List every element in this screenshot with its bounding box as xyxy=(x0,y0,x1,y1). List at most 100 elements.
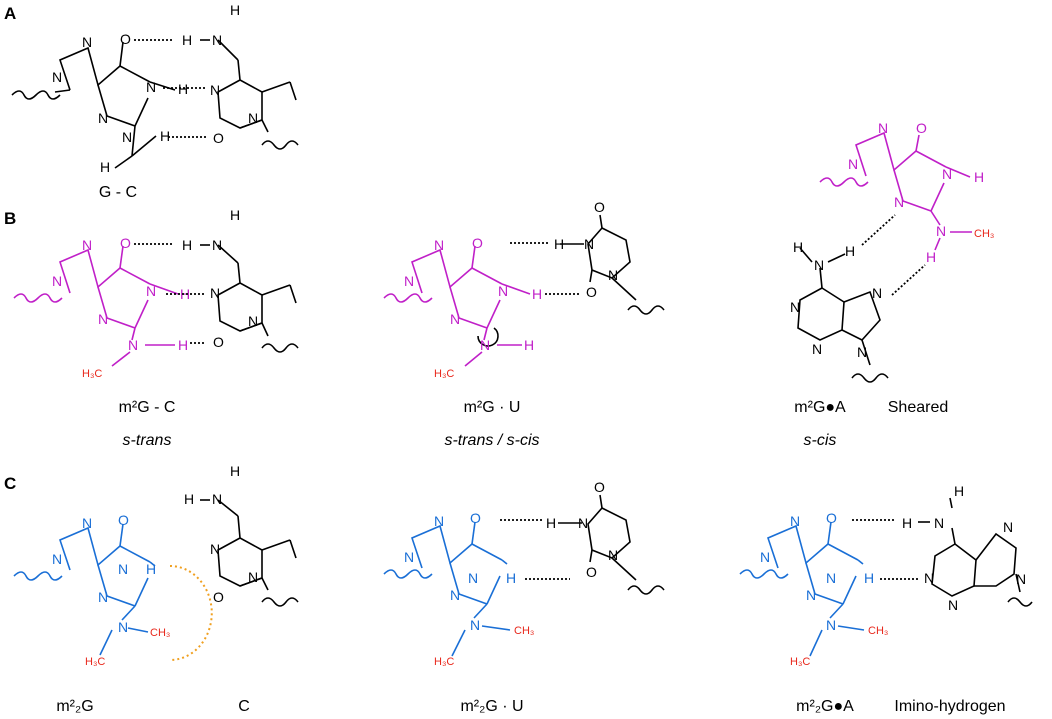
atom-h: H xyxy=(178,337,188,353)
atom-n4: N xyxy=(212,32,222,48)
atom-n3: N xyxy=(210,82,220,98)
m2g-b1 xyxy=(13,245,179,367)
panel-c-label: C xyxy=(4,474,16,493)
m2g-b3 xyxy=(819,131,972,251)
atom-n: N xyxy=(934,515,944,531)
atom-n1-h: H xyxy=(178,81,188,97)
caption-m2g-a: m²G●A xyxy=(794,399,846,416)
caption-m2g-u: m²G · U xyxy=(464,399,521,416)
cytosine-a xyxy=(200,39,299,150)
atom-h: H xyxy=(524,337,534,353)
atom-n: N xyxy=(790,299,800,315)
methyl-c2a: CH₃ xyxy=(514,625,534,637)
caption-m22g: m²₂G xyxy=(56,698,93,715)
atom-n: N xyxy=(434,513,444,529)
caption-m2g-c: m²G - C xyxy=(119,399,176,416)
adenine-c3 xyxy=(918,497,1033,607)
adenine-b3-atoms: H H N N N N N xyxy=(790,239,882,360)
imino-hydrogen-label: Imino-hydrogen xyxy=(894,698,1005,715)
atom-h: H xyxy=(182,32,192,48)
atom-n: N xyxy=(948,597,958,613)
atom-n: N xyxy=(210,541,220,557)
atom-o: O xyxy=(586,284,597,300)
methyl-c3b: H₃C xyxy=(790,656,810,668)
atom-n2-h2: H xyxy=(100,159,110,175)
m22g-c1-atoms: N N O N H N N xyxy=(52,512,156,635)
atom-n: N xyxy=(210,285,220,301)
atom-n: N xyxy=(826,617,836,633)
hbonds-b3 xyxy=(861,214,926,296)
atom-h: H xyxy=(230,207,240,223)
atom-n: N xyxy=(98,589,108,605)
m22g-c2-atoms: N N O N H N N xyxy=(404,510,516,633)
methyl-c1b: H₃C xyxy=(85,656,105,668)
atom-n: N xyxy=(82,515,92,531)
atom-n: N xyxy=(212,237,222,253)
m22g-c3 xyxy=(739,521,865,657)
atom-n: N xyxy=(936,223,946,239)
atom-h: H xyxy=(506,570,516,586)
methyl-b2: H₃C xyxy=(434,368,454,380)
atom-n: N xyxy=(584,236,594,252)
atom-h: H xyxy=(532,286,542,302)
atom-o: O xyxy=(916,120,927,136)
m2g-b2 xyxy=(383,245,531,367)
atom-h: H xyxy=(182,237,192,253)
adenine-b3 xyxy=(797,247,889,383)
m22g-c3-atoms: N N O N H N N xyxy=(760,510,874,633)
hbonds-c3 xyxy=(852,519,920,580)
cytosine-c1-atoms: H H N N O N xyxy=(184,463,258,605)
steric-clash-arc xyxy=(169,565,213,661)
atom-n7: N xyxy=(82,34,92,50)
guanine-a-atoms: N N O N H N N H H xyxy=(52,31,188,175)
methyl-c2b: H₃C xyxy=(434,656,454,668)
cytosine-b1 xyxy=(200,244,299,353)
atom-h: H xyxy=(546,515,556,531)
uracil-c2-atoms: O H N N O xyxy=(546,479,618,580)
m2g-b2-atoms: N N O N H N N H xyxy=(404,235,542,353)
atom-n: N xyxy=(608,547,618,563)
atom-n: N xyxy=(82,237,92,253)
atom-o: O xyxy=(472,235,483,251)
caption-m22g-u: m²₂G · U xyxy=(460,698,523,715)
atom-n: N xyxy=(857,344,867,360)
atom-n: N xyxy=(608,267,618,283)
atom-o: O xyxy=(586,564,597,580)
atom-n: N xyxy=(98,311,108,327)
atom-n: N xyxy=(498,283,508,299)
atom-o6: O xyxy=(120,31,131,47)
cytosine-b1-atoms: H H N N O N xyxy=(182,207,258,350)
atom-n: N xyxy=(578,515,588,531)
atom-n: N xyxy=(450,587,460,603)
atom-n: N xyxy=(848,156,858,172)
atom-h: H xyxy=(845,243,855,259)
m22g-c2 xyxy=(383,521,511,657)
methyl-c3a: CH₃ xyxy=(868,625,888,637)
atom-n4-h: H xyxy=(230,2,240,18)
atom-n9: N xyxy=(52,69,62,85)
adenine-c3-atoms: H H N N N N N xyxy=(902,483,1026,613)
atom-n1: N xyxy=(248,110,258,126)
atom-n: N xyxy=(52,551,62,567)
atom-h: H xyxy=(146,561,156,577)
caption-g-c: G - C xyxy=(99,184,137,201)
atom-h: H xyxy=(554,236,564,252)
atom-h: H xyxy=(230,463,240,479)
guanine-a xyxy=(11,41,176,169)
atom-h: H xyxy=(974,169,984,185)
atom-n: N xyxy=(760,549,770,565)
panel-b-label: B xyxy=(4,209,16,228)
sheared-label: Sheared xyxy=(888,399,949,416)
atom-o: O xyxy=(826,510,837,526)
conformation-s-cis: s-cis xyxy=(804,432,837,449)
atom-o: O xyxy=(594,479,605,495)
cytosine-a-atoms: H H N N O N xyxy=(182,2,258,146)
atom-n: N xyxy=(118,619,128,635)
atom-n3: N xyxy=(98,110,108,126)
atom-n: N xyxy=(480,337,490,353)
atom-h: H xyxy=(954,483,964,499)
atom-n: N xyxy=(404,273,414,289)
hbonds-a xyxy=(134,39,206,138)
atom-h: H xyxy=(793,239,803,255)
atom-n2: N xyxy=(122,129,132,145)
